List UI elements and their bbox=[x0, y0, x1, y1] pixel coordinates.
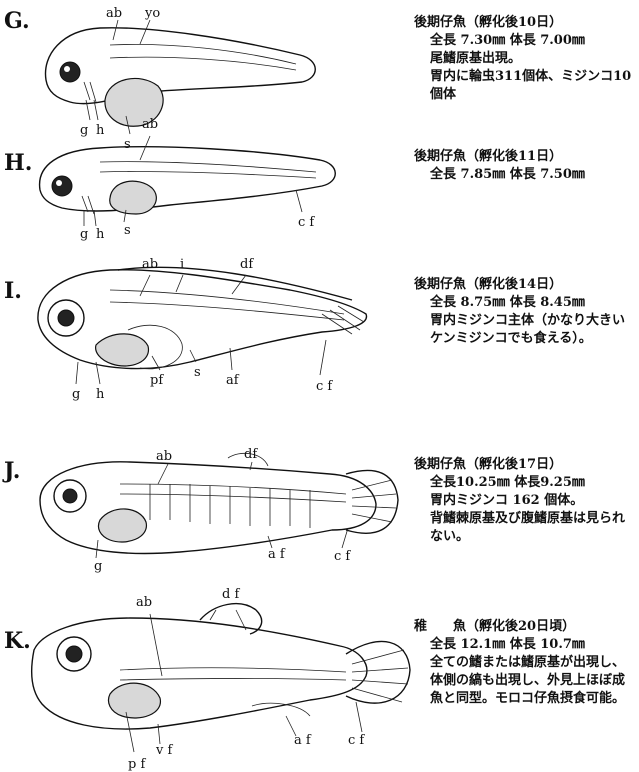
label-i-h: h bbox=[96, 387, 105, 402]
label-h-s: s bbox=[124, 223, 131, 238]
description-k-line-2: 全ての鰭または鰭原基が出現し、体側の縞も出現し、外見上ほぼ成魚と同型。モロコ仔魚… bbox=[414, 654, 636, 708]
label-g-h: h bbox=[96, 123, 105, 138]
label-k-cf: c f bbox=[348, 733, 365, 748]
label-j-g: g bbox=[94, 559, 102, 574]
description-i: 後期仔魚（孵化後14日） 全長 8.75㎜ 体長 8.45㎜ 胃内ミジンコ主体（… bbox=[414, 276, 636, 348]
description-i-title: 後期仔魚（孵化後14日） bbox=[414, 276, 636, 294]
label-i-i: i bbox=[180, 257, 184, 272]
label-h-cf: c f bbox=[298, 215, 315, 230]
label-i-df: df bbox=[240, 257, 254, 272]
description-j-line-1: 全長10.25㎜ 体長9.25㎜ bbox=[414, 474, 636, 492]
description-k-title: 稚 魚（孵化後20日頃） bbox=[414, 618, 636, 636]
label-g-g: g bbox=[80, 123, 88, 138]
label-k-vf: v f bbox=[155, 743, 173, 758]
label-h-ab: ab bbox=[142, 117, 158, 132]
fish-stage-h bbox=[40, 136, 336, 226]
label-g-s: s bbox=[124, 137, 131, 152]
description-j: 後期仔魚（孵化後17日） 全長10.25㎜ 体長9.25㎜ 胃内ミジンコ 162… bbox=[414, 456, 636, 546]
label-i-ab: ab bbox=[142, 257, 158, 272]
label-j-ab: ab bbox=[156, 449, 172, 464]
fish-stage-j bbox=[40, 453, 398, 558]
fish-illustrations: ab yo g h s ab g h s c f bbox=[0, 0, 412, 772]
description-g-line-1: 全長 7.30㎜ 体長 7.00㎜ bbox=[414, 32, 636, 50]
description-h-title: 後期仔魚（孵化後11日） bbox=[414, 148, 636, 166]
label-i-cf: c f bbox=[316, 379, 333, 394]
fish-stage-g bbox=[45, 20, 315, 134]
description-g-line-2: 尾鰭原基出現。 bbox=[414, 50, 636, 68]
description-g-title: 後期仔魚（孵化後10日） bbox=[414, 14, 636, 32]
fish-stage-i bbox=[38, 267, 367, 384]
fish-stage-k bbox=[32, 604, 410, 752]
description-h: 後期仔魚（孵化後11日） 全長 7.85㎜ 体長 7.50㎜ bbox=[414, 148, 636, 184]
label-h-g: g bbox=[80, 227, 88, 242]
description-h-line-1: 全長 7.85㎜ 体長 7.50㎜ bbox=[414, 166, 636, 184]
description-i-line-1: 全長 8.75㎜ 体長 8.45㎜ bbox=[414, 294, 636, 312]
label-i-s: s bbox=[194, 365, 201, 380]
description-k-line-1: 全長 12.1㎜ 体長 10.7㎜ bbox=[414, 636, 636, 654]
description-i-line-2: 胃内ミジンコ主体（かなり大きいケンミジンコでも食える）。 bbox=[414, 312, 636, 348]
description-j-title: 後期仔魚（孵化後17日） bbox=[414, 456, 636, 474]
description-j-line-3: 背鰭棘原基及び腹鰭原基は見られない。 bbox=[414, 510, 636, 546]
description-j-line-2: 胃内ミジンコ 162 個体。 bbox=[414, 492, 636, 510]
label-g-ab: ab bbox=[106, 6, 122, 21]
description-g: 後期仔魚（孵化後10日） 全長 7.30㎜ 体長 7.00㎜ 尾鰭原基出現。 胃… bbox=[414, 14, 636, 104]
label-g-yo: yo bbox=[144, 6, 160, 21]
label-k-ab: ab bbox=[136, 595, 152, 610]
label-k-af: a f bbox=[294, 733, 312, 748]
description-g-line-3: 胃内に輪虫311個体、ミジンコ10個体 bbox=[414, 68, 636, 104]
label-k-pf: p f bbox=[128, 757, 146, 772]
label-i-pf: pf bbox=[150, 373, 164, 388]
label-j-af: a f bbox=[268, 547, 286, 562]
label-j-df: df bbox=[244, 447, 258, 462]
label-h-h: h bbox=[96, 227, 105, 242]
label-j-cf: c f bbox=[334, 549, 351, 564]
label-i-af: af bbox=[226, 373, 240, 388]
description-k: 稚 魚（孵化後20日頃） 全長 12.1㎜ 体長 10.7㎜ 全ての鰭または鰭原… bbox=[414, 618, 636, 708]
label-k-df: d f bbox=[222, 587, 240, 602]
label-i-g: g bbox=[72, 387, 80, 402]
